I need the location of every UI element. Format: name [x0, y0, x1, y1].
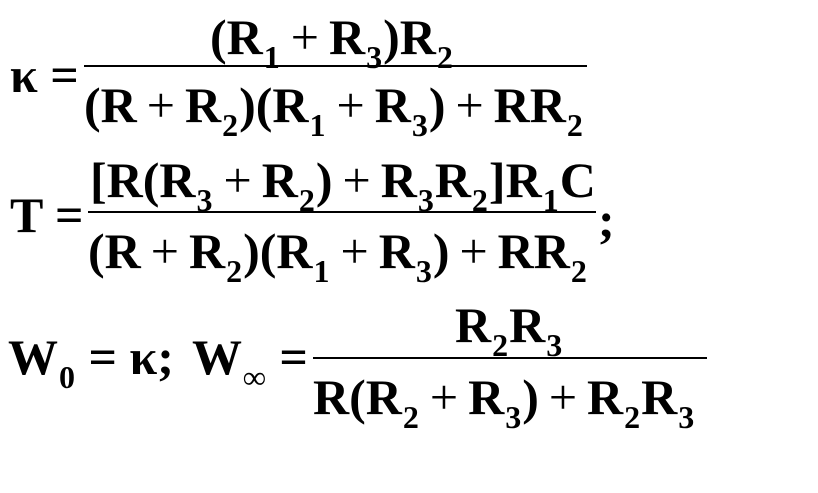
Winf-lhs: W∞ = [192, 329, 308, 395]
T-denominator: (R+R2)(R1+R3)+RR2 [88, 223, 587, 289]
Winf-numerator: R2R3 [455, 297, 563, 363]
k-fraction-bar [84, 65, 587, 67]
W0-expression: W0 = κ; [8, 329, 174, 395]
k-lhs: κ = [10, 47, 79, 103]
Winf-denominator: R(R2+R3)+R2R3 [313, 369, 695, 435]
Winf-fraction-bar [313, 357, 707, 359]
k-numerator: (R1+R3)R2 [210, 9, 453, 75]
T-semicolon: ; [598, 192, 615, 248]
k-denominator: (R+R2)(R1+R3)+RR2 [84, 77, 583, 143]
T-lhs: T = [10, 187, 84, 243]
T-numerator: [R(R3+R2)+R3R2]R1C [90, 152, 596, 218]
T-fraction-bar [88, 211, 596, 213]
